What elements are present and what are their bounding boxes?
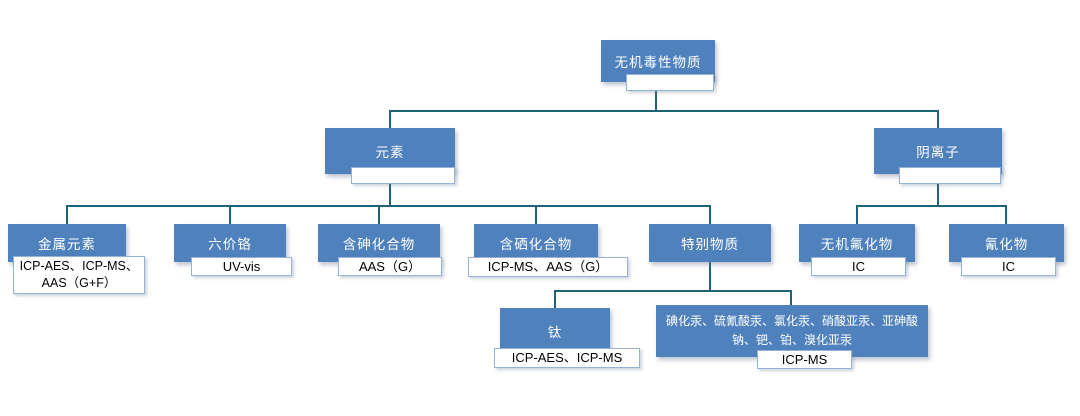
node-selenium-box: 含硒化合物 [474,224,598,262]
node-root-method-box [626,74,714,91]
node-fluoride-box: 无机氟化物 [799,224,915,262]
node-selenium-method-box: ICP-MS、AAS（G） [468,257,628,277]
node-special-box: 特别物质 [649,224,771,262]
connector-special-down [709,262,711,290]
connector-level1-horizontal [389,110,939,112]
connector-elements-down [389,184,391,205]
node-anions-box: 阴离子 [874,128,1002,174]
node-chromium-box: 六价铬 [174,224,286,262]
node-fluoride-method-box: IC [811,257,906,276]
connector-root-down [655,91,657,110]
connector-anions-down [937,184,939,205]
connector-to-chromium [229,205,231,224]
connector-elements-horizontal [66,205,711,207]
connector-to-anions [937,110,939,128]
connector-to-cyanide [1005,205,1007,224]
connector-to-mercury [790,290,792,305]
connector-to-arsenic [378,205,380,224]
connector-special-horizontal [554,290,792,292]
node-anions-method-box [899,167,1001,184]
node-chromium-method-box: UV-vis [191,257,292,276]
node-mercury-method-box: ICP-MS [757,350,852,369]
connector-to-selenium [535,205,537,224]
node-metal-box: 金属元素 [8,224,126,262]
connector-to-elements [389,110,391,128]
node-elements-box: 元素 [325,128,455,174]
node-mercury-box: 碘化汞、硫氰酸汞、氯化汞、硝酸亚汞、亚砷酸钠、钯、铂、溴化亚汞 [656,305,928,357]
node-cyanide-method-box: IC [961,257,1056,276]
node-titanium-box: 钛 [500,308,610,354]
connector-anions-horizontal [856,205,1007,207]
node-titanium-method-box: ICP-AES、ICP-MS [494,348,640,368]
node-metal-method-box: ICP-AES、ICP-MS、AAS（G+F） [13,256,145,294]
node-arsenic-method-box: AAS（G） [338,257,442,276]
connector-to-titanium [554,290,556,308]
connector-to-metal [66,205,68,224]
connector-to-special [709,205,711,224]
connector-to-fluoride [856,205,858,224]
node-cyanide-box: 氰化物 [949,224,1064,262]
node-elements-method-box [351,167,455,184]
node-arsenic-box: 含砷化合物 [318,224,440,262]
